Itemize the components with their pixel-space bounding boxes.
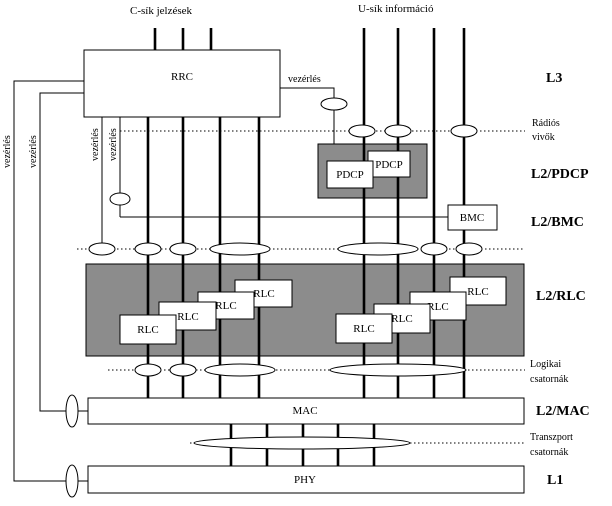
pdcp-box-front [326,160,374,189]
bmc-box [447,204,498,231]
layer-label-l3: L3 [546,71,562,86]
radio-bearers-label-1: Rádiós [532,118,560,129]
logical-channels-label-1: Logikai [530,359,561,370]
layer-label-l2-mac: L2/MAC [536,404,590,419]
control-line-phy [13,80,88,482]
sap-ellipse-log-4 [329,363,467,377]
rlc-label-right-3: RLC [427,301,448,313]
rrc-label: RRC [171,71,193,83]
layer-label-l2-bmc: L2/BMC [531,215,584,230]
layer-label-l2-rlc: L2/RLC [536,289,586,304]
bmc-label: BMC [460,212,484,224]
sap-ellipse-rb-3 [450,124,478,138]
layer-label-l1: L1 [547,473,563,488]
pdcp-label-front: PDCP [336,169,364,181]
rlc-box-left-1 [119,314,177,345]
sap-ellipse-rlc-6 [455,242,483,256]
control-label-rlc: vezérlés [90,128,101,161]
control-label-u-plane: vezérlés [288,74,321,85]
rlc-label-left-2: RLC [177,311,198,323]
control-line-mac [39,92,88,412]
sap-ellipse-rlc-ctrl [88,242,116,256]
pdcp-label-back: PDCP [375,159,403,171]
layer-label-l2-pdcp: L2/PDCP [531,167,589,182]
c-plane-heading: C-sík jelzések [130,5,193,17]
transport-channels-label-2: csatornák [530,447,568,458]
mac-box [87,397,525,425]
sap-ellipse-rb-2 [384,124,412,138]
radio-bearers-label-2: vivők [532,132,555,143]
rlc-label-right-4: RLC [467,286,488,298]
rlc-label-right-1: RLC [353,323,374,335]
sap-ellipse-log-2 [169,363,197,377]
rlc-label-right-2: RLC [391,313,412,325]
sap-ellipse-mac-ctrl [65,394,79,428]
sap-ellipse-log-3 [204,363,276,377]
sap-ellipse-rlc-4 [337,242,419,256]
rlc-label-left-4: RLC [253,288,274,300]
logical-channels-label-2: csatornák [530,374,568,385]
sap-ellipse-rlc-5 [420,242,448,256]
pdcp-box-back [367,150,411,178]
rlc-label-left-3: RLC [215,300,236,312]
rlc-box-right-1 [335,313,393,344]
sap-ellipse-rlc-1 [134,242,162,256]
control-label-bmc: vezérlés [108,128,119,161]
sap-ellipse-rlc-3 [209,242,271,256]
phy-label: PHY [294,474,316,486]
rlc-label-left-1: RLC [137,324,158,336]
sap-ellipse-rlc-2 [169,242,197,256]
u-plane-heading: U-sík információ [358,3,434,15]
rrc-box [83,49,281,118]
control-label-phy: vezérlés [2,135,13,168]
sap-ellipse-bmc [109,192,131,206]
phy-box [87,465,525,494]
mac-label: MAC [292,405,317,417]
sap-ellipse-rb-1 [348,124,376,138]
sap-ellipse-phy-ctrl [65,464,79,498]
sap-ellipse-control [320,97,348,111]
sap-ellipse-log-1 [134,363,162,377]
control-label-mac: vezérlés [28,135,39,168]
sap-ellipse-transport [193,436,411,450]
transport-channels-label-1: Transzport [530,432,573,443]
